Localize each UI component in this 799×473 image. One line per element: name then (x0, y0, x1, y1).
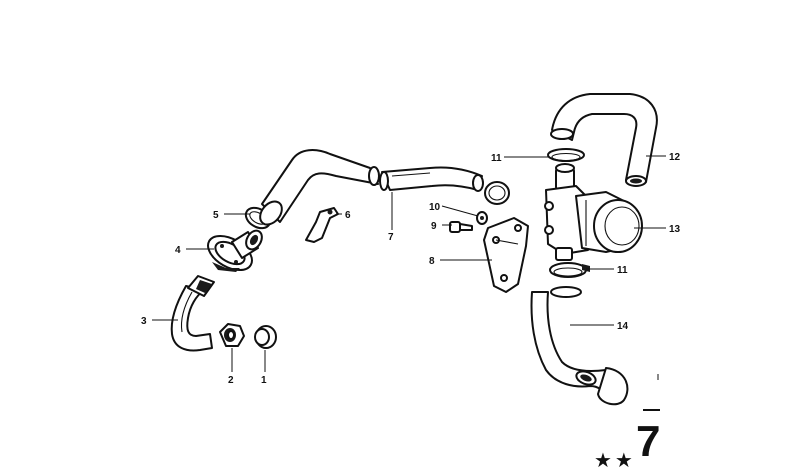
callout-14: 14 (617, 321, 629, 332)
cap-part-1 (254, 325, 277, 349)
callout-4: 4 (175, 245, 181, 256)
check-valve-part-4 (207, 229, 263, 272)
air-valve-part-13 (544, 163, 643, 261)
bolt-part-9 (449, 221, 473, 233)
callout-10: 10 (429, 202, 441, 213)
callout-12: 12 (669, 152, 681, 163)
callout-7: 7 (388, 232, 394, 243)
mounting-bracket-part-8 (483, 217, 529, 293)
rating-stars: ★★ (594, 448, 636, 472)
page-marker: 7 ★★ (594, 409, 660, 472)
long-hose-part-7 (259, 149, 484, 226)
callout-1: 1 (261, 375, 267, 386)
leader-lines (152, 155, 666, 372)
hose-clamp-lower-part-11 (549, 262, 590, 278)
u-hose-part-12 (550, 93, 658, 187)
nut-part-2 (219, 323, 245, 347)
callout-6: 6 (345, 210, 351, 221)
page-number: 7 (636, 417, 660, 466)
s-hose-part-14 (530, 286, 629, 406)
callout-3: 3 (141, 316, 147, 327)
callout-11-upper: 11 (491, 153, 502, 164)
callout-5: 5 (213, 210, 219, 221)
callout-11-lower: 11 (617, 265, 628, 276)
callout-9: 9 (431, 221, 437, 232)
bracket-clip-part-6 (305, 207, 339, 243)
callout-13: 13 (669, 224, 681, 235)
elbow-hose-part-3 (170, 275, 215, 352)
hose-clamp-upper-part-11 (484, 148, 585, 205)
washer-part-10 (476, 211, 488, 225)
callout-8: 8 (429, 256, 435, 267)
callout-2: 2 (228, 375, 234, 386)
